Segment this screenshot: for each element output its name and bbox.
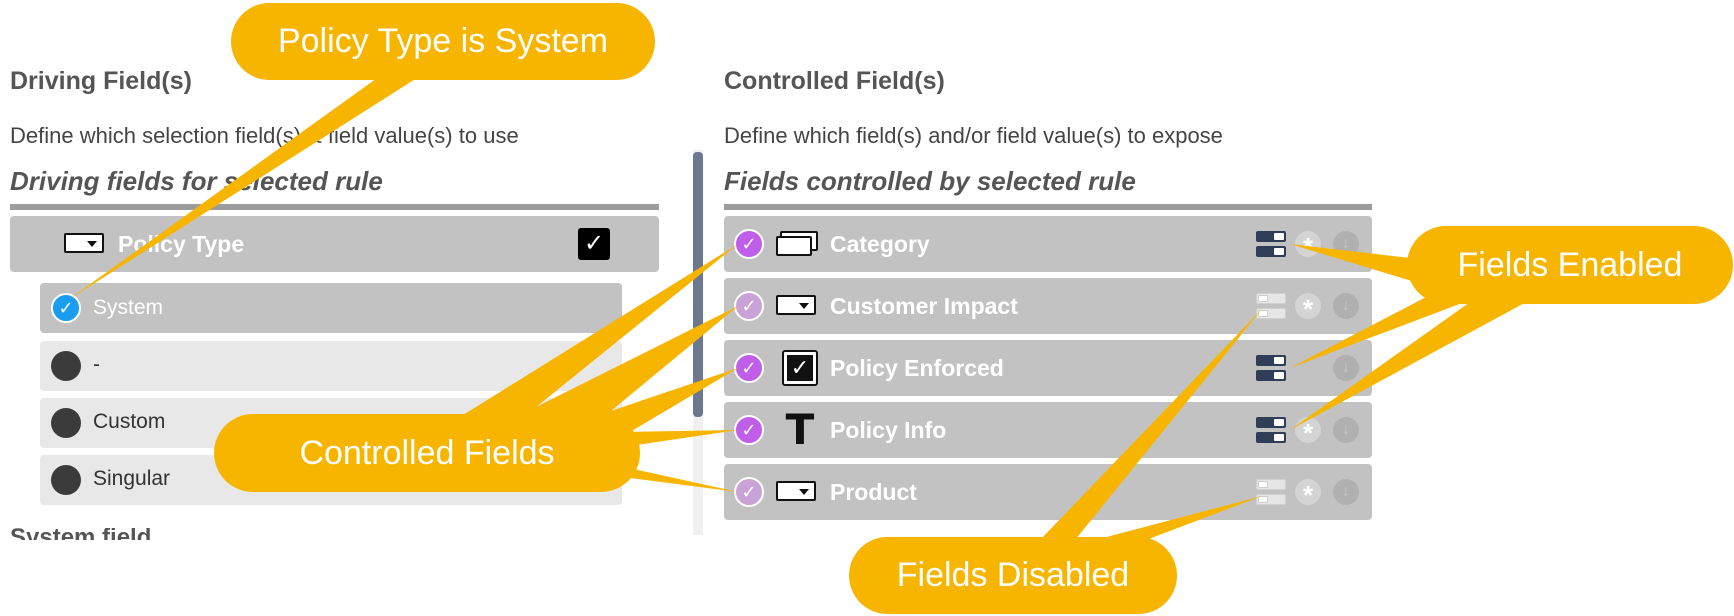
controlled-field-label: Policy Info: [830, 417, 947, 443]
option-label: Singular: [93, 467, 171, 490]
radio-unchecked-icon[interactable]: [51, 351, 81, 381]
radio-unchecked-icon[interactable]: [51, 465, 81, 495]
controlled-check-icon[interactable]: ✓: [734, 229, 764, 259]
controlled-field-label: Policy Enforced: [830, 355, 1004, 381]
dropdown-field-icon: [64, 233, 104, 253]
checkbox-checked-icon[interactable]: ✓: [578, 228, 610, 260]
arrow-down-icon[interactable]: ↓: [1333, 417, 1359, 443]
controlled-subtitle: Fields controlled by selected rule: [724, 166, 1136, 196]
asterisk-required-icon[interactable]: *: [1295, 293, 1321, 324]
option-row-system[interactable]: ✓ System: [40, 283, 622, 333]
controlled-check-icon[interactable]: ✓: [734, 291, 764, 321]
arrow-down-icon[interactable]: ↓: [1333, 479, 1359, 505]
toggle-disabled-icon[interactable]: [1256, 293, 1286, 319]
driving-section-title: Driving Field(s): [10, 67, 192, 95]
controlled-field-label: Category: [830, 231, 930, 257]
controlled-section-description: Define which field(s) and/or field value…: [724, 123, 1223, 148]
driving-field-label: Policy Type: [118, 231, 245, 257]
controlled-check-icon[interactable]: ✓: [734, 415, 764, 445]
driving-divider: [10, 204, 659, 210]
next-section-heading: System field: [10, 528, 310, 540]
next-section-heading-clip: System field: [10, 528, 310, 540]
checkbox-field-icon: ✓: [782, 350, 818, 386]
radio-unchecked-icon[interactable]: [51, 408, 81, 438]
toggle-enabled-icon[interactable]: [1256, 231, 1286, 257]
toggle-enabled-icon[interactable]: [1256, 417, 1286, 443]
controlled-section-title: Controlled Field(s): [724, 67, 945, 95]
toggle-disabled-icon[interactable]: [1256, 479, 1286, 505]
text-field-icon: T: [785, 405, 815, 454]
radio-checked-icon[interactable]: ✓: [51, 293, 81, 323]
callout-fields-disabled: Fields Disabled: [849, 537, 1177, 614]
asterisk-required-icon[interactable]: *: [1295, 417, 1321, 448]
controlled-check-icon[interactable]: ✓: [734, 353, 764, 383]
controlled-row-customer-impact[interactable]: ✓ Customer Impact * ↓: [724, 278, 1372, 334]
scrollbar-thumb[interactable]: [693, 152, 703, 417]
arrow-down-icon[interactable]: ↓: [1333, 355, 1359, 381]
option-label: -: [93, 353, 100, 376]
callout-controlled-fields: Controlled Fields: [214, 414, 640, 492]
option-label: Custom: [93, 410, 166, 433]
option-row-dash[interactable]: -: [40, 341, 622, 391]
controlled-row-policy-enforced[interactable]: ✓ ✓ Policy Enforced ↓: [724, 340, 1372, 396]
driving-section-description: Define which selection field(s) & field …: [10, 123, 519, 148]
arrow-down-icon[interactable]: ↓: [1333, 231, 1359, 257]
controlled-check-icon[interactable]: ✓: [734, 477, 764, 507]
asterisk-required-icon[interactable]: *: [1295, 231, 1321, 262]
controlled-divider: [724, 204, 1372, 210]
driving-subtitle: Driving fields for selected rule: [10, 166, 383, 196]
callout-policy-type: Policy Type is System: [231, 3, 655, 80]
callout-fields-enabled: Fields Enabled: [1407, 226, 1733, 304]
controlled-field-label: Product: [830, 479, 917, 505]
arrow-down-icon[interactable]: ↓: [1333, 293, 1359, 319]
controlled-field-label: Customer Impact: [830, 293, 1018, 319]
controlled-row-product[interactable]: ✓ Product * ↓: [724, 464, 1372, 520]
controlled-row-policy-info[interactable]: ✓ T Policy Info * ↓: [724, 402, 1372, 458]
driving-field-row[interactable]: Policy Type ✓: [10, 216, 659, 272]
asterisk-required-icon[interactable]: *: [1295, 479, 1321, 510]
toggle-enabled-icon[interactable]: [1256, 355, 1286, 381]
dropdown-field-icon: [776, 481, 816, 501]
dropdown-field-icon: [776, 295, 816, 315]
multi-select-icon: [776, 231, 818, 257]
option-label: System: [93, 296, 164, 319]
controlled-row-category[interactable]: ✓ Category * ↓: [724, 216, 1372, 272]
